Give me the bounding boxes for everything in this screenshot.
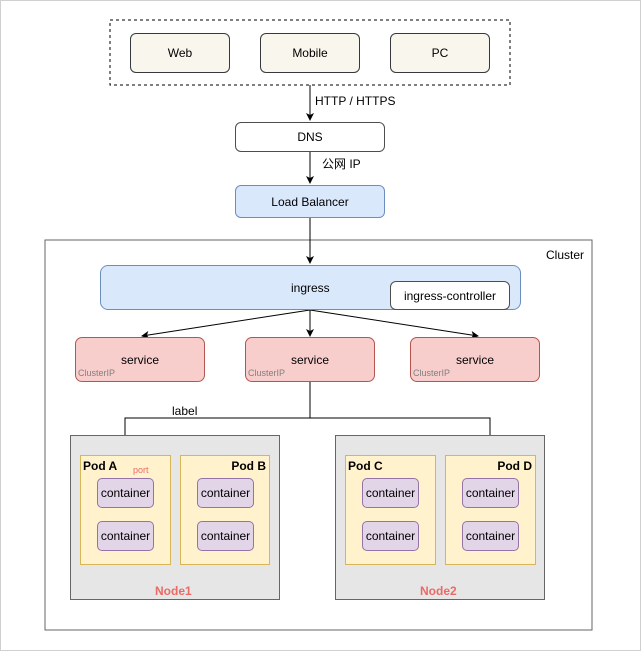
service-label-1: service: [120, 352, 159, 367]
service-box-1[interactable]: service ClusterIP: [75, 337, 205, 382]
service-type-1: ClusterIP: [78, 368, 116, 378]
pod-c-container-1[interactable]: container: [362, 478, 419, 508]
service-type-2: ClusterIP: [248, 368, 286, 378]
edge-ingress-svc1: [141, 309, 311, 339]
cluster-border: [44, 239, 593, 631]
pod-b-container-2[interactable]: container: [197, 521, 254, 551]
http-edge-label: HTTP / HTTPS: [315, 94, 396, 108]
ingress-controller-box[interactable]: ingress-controller: [390, 281, 510, 310]
edge-ingress-svc3: [309, 309, 479, 339]
ingress-label: ingress: [291, 281, 330, 295]
service-label-3: service: [455, 352, 494, 367]
node1-label: Node1: [155, 584, 192, 598]
pod-b-title: Pod B: [231, 459, 266, 473]
public-ip-edge-label: 公网 IP: [322, 157, 361, 171]
dns-box[interactable]: DNS: [235, 122, 385, 152]
pod-a-title: Pod A: [83, 459, 118, 473]
pc-client-box[interactable]: PC: [390, 33, 490, 73]
pod-a-container-1[interactable]: container: [97, 478, 154, 508]
pod-a-container-2[interactable]: container: [97, 521, 154, 551]
mobile-client-box[interactable]: Mobile: [260, 33, 360, 73]
web-client-box[interactable]: Web: [130, 33, 230, 73]
pod-b-container-1[interactable]: container: [197, 478, 254, 508]
pod-d-title: Pod D: [497, 459, 532, 473]
pod-c-title: Pod C: [348, 459, 383, 473]
service-label-2: service: [290, 352, 329, 367]
port-label: port: [133, 465, 149, 475]
label-edge-label: label: [172, 404, 198, 418]
service-box-2[interactable]: service ClusterIP: [245, 337, 375, 382]
pod-c-container-2[interactable]: container: [362, 521, 419, 551]
node2-label: Node2: [420, 584, 457, 598]
service-type-3: ClusterIP: [413, 368, 451, 378]
cluster-title: Cluster: [546, 248, 585, 262]
pod-d-container-2[interactable]: container: [462, 521, 519, 551]
pod-d-container-1[interactable]: container: [462, 478, 519, 508]
service-box-3[interactable]: service ClusterIP: [410, 337, 540, 382]
clients-group-border: [109, 19, 511, 86]
load-balancer-box[interactable]: Load Balancer: [235, 185, 385, 218]
